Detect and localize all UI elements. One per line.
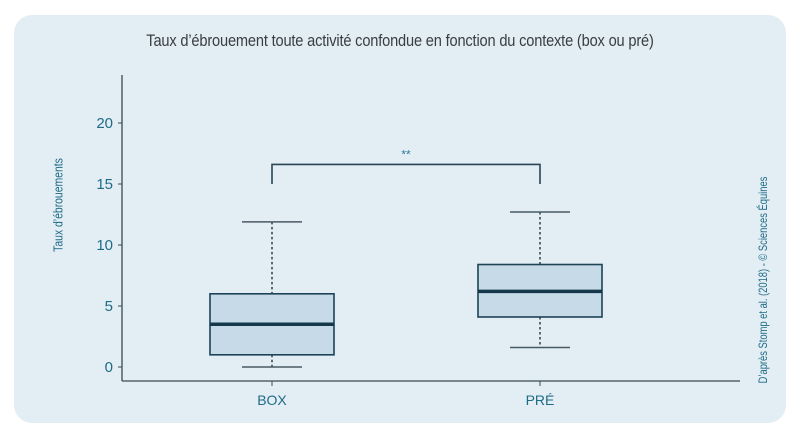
y-tick-label: 0 — [105, 359, 113, 376]
x-tick-label: BOX — [257, 392, 287, 408]
chart-title: Taux d’ébrouement toute activité confond… — [146, 31, 654, 50]
significance-label: ** — [401, 147, 411, 161]
y-tick-label: 5 — [105, 298, 113, 315]
y-tick-label: 10 — [96, 237, 113, 254]
y-tick-label: 20 — [96, 115, 113, 132]
y-tick-label: 15 — [96, 176, 113, 193]
x-tick-label: PRÉ — [526, 392, 555, 408]
chart-panel — [14, 15, 786, 423]
significance-bracket — [271, 163, 541, 184]
